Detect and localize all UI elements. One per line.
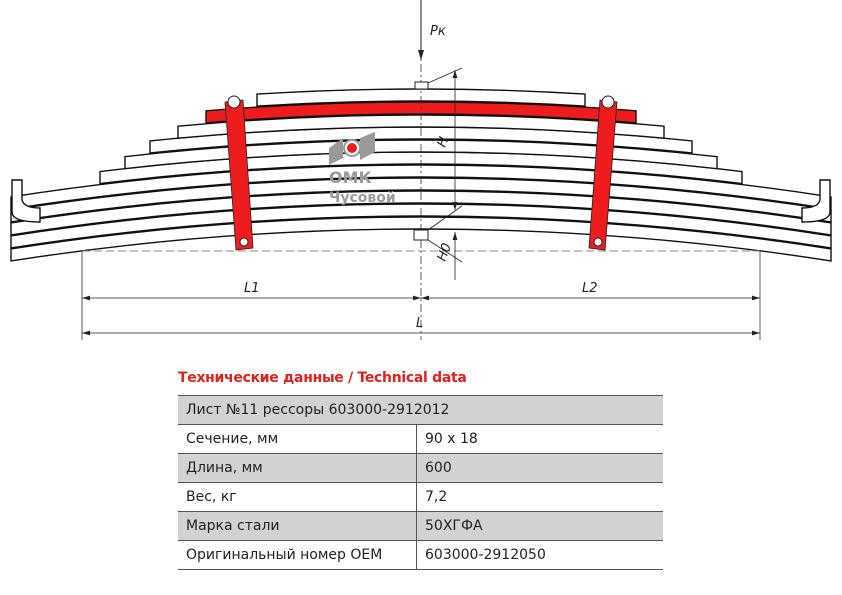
l1-label: L1 [244, 281, 260, 296]
leaf-spring-drawing: Pк H H0 ОМК Чусовой L1 L2 L [10, 0, 832, 340]
spring-eye-hook [801, 179, 831, 223]
row-label: Длина, мм [178, 453, 417, 483]
logo-text: ОМК [329, 168, 372, 187]
row-value: 50ХГФА [416, 511, 663, 541]
l2-label: L2 [582, 281, 598, 296]
left-clamp [224, 95, 254, 251]
omk-logo: ОМК Чусовой [329, 132, 396, 206]
row-label: Сечение, мм [178, 424, 417, 454]
table-header-row: Лист №11 рессоры 603000-2912012 [178, 395, 663, 425]
table-header: Лист №11 рессоры 603000-2912012 [178, 395, 663, 425]
spring-leaf [10, 164, 832, 210]
spring-leaf [124, 139, 718, 170]
technical-data-title: Технические данные / Technical data [178, 370, 467, 386]
row-value: 7,2 [416, 482, 663, 512]
row-label: Оригинальный номер OEM [178, 540, 417, 570]
spring-eye-hook [11, 179, 41, 223]
spring-leaf [177, 114, 665, 139]
row-label: Вес, кг [178, 482, 417, 512]
technical-data-table: Лист №11 рессоры 603000-2912012 Сечение,… [178, 395, 663, 570]
row-value: 600 [416, 453, 663, 483]
force-label: Pк [430, 24, 446, 39]
row-value: 603000-2912050 [416, 540, 663, 570]
spring-leaf [10, 203, 832, 249]
l-label: L [416, 316, 423, 331]
center-bolt-head [414, 81, 429, 90]
logo-subtext: Чусовой [329, 190, 396, 206]
row-label: Марка стали [178, 511, 417, 541]
row-value: 90 х 18 [416, 424, 663, 454]
center-bolt-nut [413, 229, 429, 241]
spring-leaf [10, 177, 832, 223]
right-clamp [588, 95, 618, 251]
spring-leaf [10, 216, 832, 262]
height0-label: H0 [435, 241, 455, 263]
spring-leaf [10, 190, 832, 236]
